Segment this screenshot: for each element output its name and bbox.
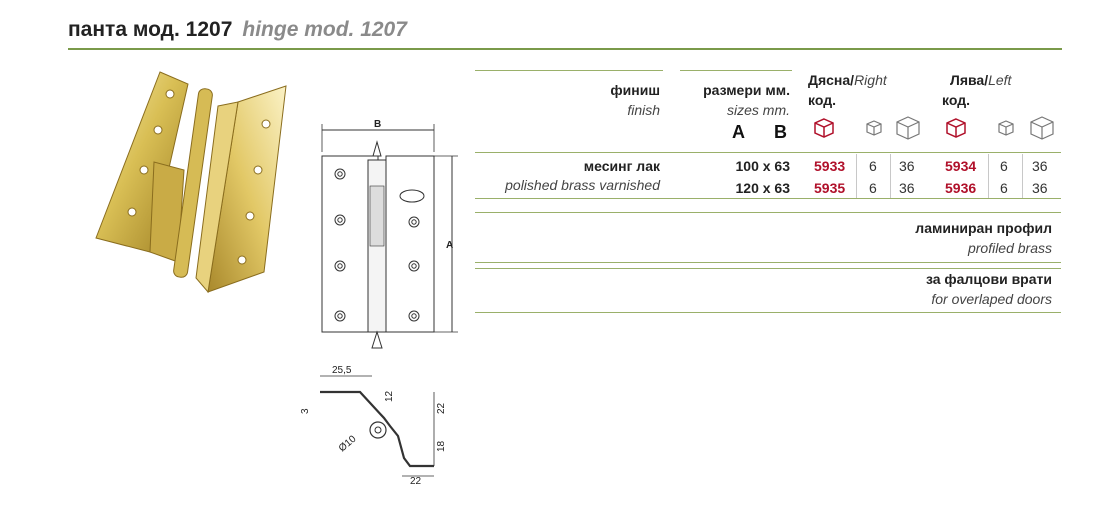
table-top-rule-sizes (680, 70, 792, 71)
profile-dim-5: Ø10 (337, 433, 359, 454)
left-header-bg: Лява/ (950, 72, 989, 88)
col-separator (988, 154, 989, 198)
col-a-header: A (732, 122, 745, 142)
large-box-icon-left (1028, 114, 1056, 142)
right-qty-small: 6 (869, 180, 877, 196)
right-qty-small: 6 (869, 158, 877, 174)
table-header-rule (475, 152, 1061, 153)
small-box-icon-left (994, 116, 1018, 140)
left-header-en: Left (988, 72, 1012, 88)
profile-dim-7: 22 (410, 476, 422, 486)
left-code-label: код. (942, 92, 970, 108)
hinge-technical-drawing: B A (300, 116, 470, 356)
right-product-code: 5933 (814, 158, 846, 174)
title-english: hinge mod. 1207 (242, 18, 407, 41)
table-row-size: 100 x 63 (735, 158, 791, 174)
left-header: Лява/Left (950, 72, 1011, 88)
hinge-profile-drawing: 25,5 3 12 22 Ø10 18 22 (298, 362, 458, 487)
table-row-size: 120 x 63 (735, 180, 791, 196)
material-en: polished brass varnished (505, 177, 660, 193)
small-box-icon-right (862, 116, 886, 140)
right-qty-large: 36 (899, 158, 915, 174)
profile-dim-6: 18 (436, 440, 447, 452)
note-rule-1 (475, 212, 1061, 213)
hinge-photo (88, 66, 298, 294)
left-qty-large: 36 (1032, 158, 1048, 174)
finish-header-bg: финиш (610, 82, 660, 98)
profile-dim-4: 22 (436, 402, 447, 414)
profile-dim-2: 3 (300, 408, 311, 414)
col-separator (890, 154, 891, 198)
door-note-bg: за фалцови врати (925, 271, 1052, 287)
col-separator (856, 154, 857, 198)
right-header: Дясна/Right (808, 72, 887, 88)
profile-note-en: profiled brass (967, 240, 1052, 256)
left-qty-small: 6 (1000, 158, 1008, 174)
material-bg: месинг лак (583, 158, 660, 174)
left-product-code: 5936 (945, 180, 977, 196)
right-code-label: код. (808, 92, 836, 108)
note-rule-2 (475, 262, 1061, 263)
left-product-code: 5934 (945, 158, 977, 174)
large-box-icon-right (894, 114, 922, 142)
note-rule-3 (475, 268, 1061, 269)
sizes-header-bg: размери мм. (703, 82, 790, 98)
finish-header-en: finish (627, 102, 660, 118)
dim-b-label: B (374, 119, 381, 130)
title-bulgarian: панта мод. 1207 (68, 18, 233, 41)
page-title: панта мод. 1207 hinge mod. 1207 (68, 18, 407, 42)
title-divider (68, 48, 1062, 50)
right-header-bg: Дясна/ (808, 72, 855, 88)
table-bottom-rule (475, 198, 1061, 199)
door-note-en: for overlaped doors (931, 291, 1052, 307)
left-qty-large: 36 (1032, 180, 1048, 196)
col-b-header: B (774, 122, 787, 142)
col-separator (1022, 154, 1023, 198)
note-rule-4 (475, 312, 1061, 313)
sizes-header-en: sizes mm. (727, 102, 790, 118)
table-top-rule (475, 70, 663, 71)
dim-a-label: A (446, 240, 453, 251)
profile-dim-3: 12 (384, 390, 395, 402)
red-box-icon-left (944, 116, 968, 140)
red-box-icon-right (812, 116, 836, 140)
right-product-code: 5935 (814, 180, 846, 196)
right-header-en: Right (854, 72, 887, 88)
profile-dim-1: 25,5 (332, 365, 352, 376)
right-qty-large: 36 (899, 180, 915, 196)
profile-note-bg: ламиниран профил (915, 220, 1052, 236)
left-qty-small: 6 (1000, 180, 1008, 196)
